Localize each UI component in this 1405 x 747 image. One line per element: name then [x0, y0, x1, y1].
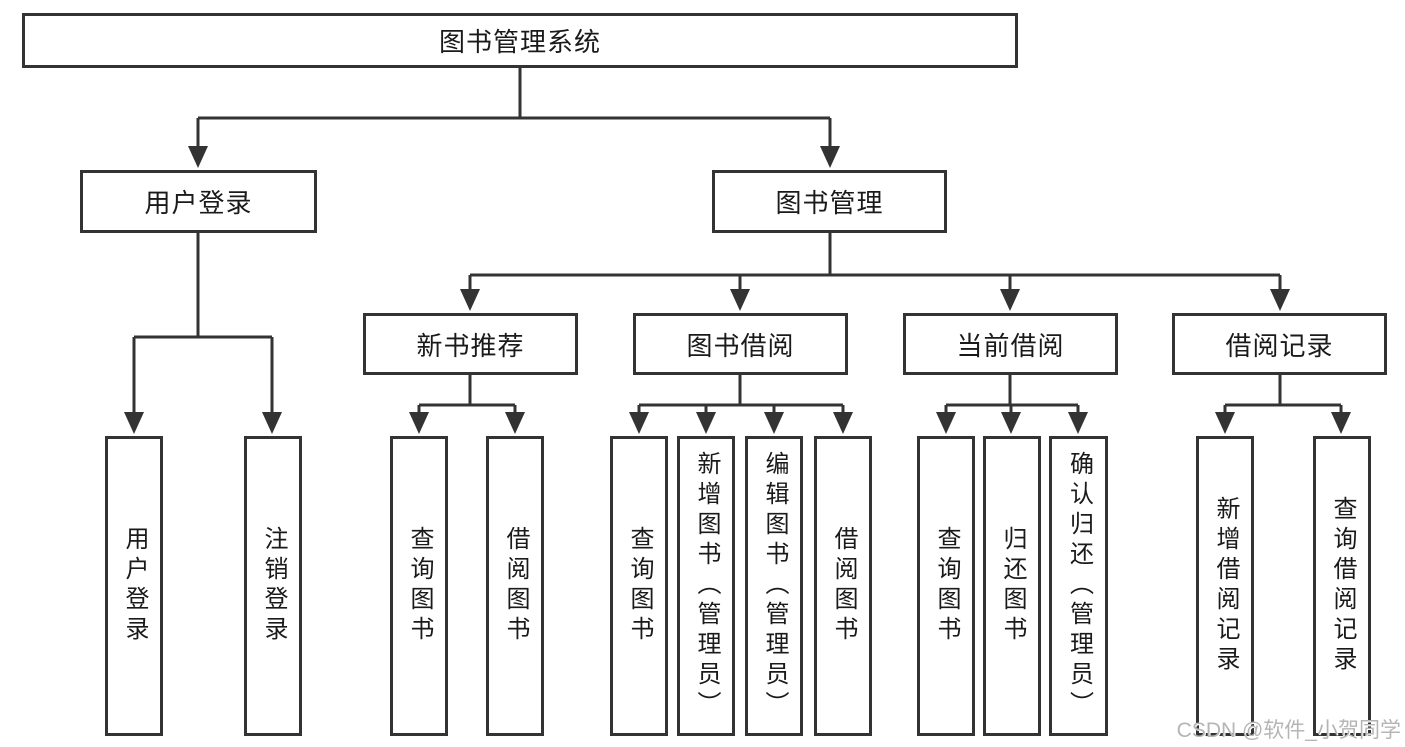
watermark: CSDN @软件_小贺同学 [1176, 719, 1401, 742]
leaf-query-books-recommend: 查询图书 [390, 436, 448, 736]
leaf-query-books-current-label: 查询图书 [933, 526, 960, 646]
arrowhead [1270, 289, 1290, 311]
arrowhead [460, 289, 480, 311]
leaf-borrow-books: 借阅图书 [814, 436, 872, 736]
leaf-query-borrow-record: 查询借阅记录 [1313, 436, 1371, 736]
arrowheads [124, 146, 1351, 434]
leaf-add-borrow-record: 新增借阅记录 [1196, 436, 1254, 736]
leaf-query-books-borrow-label: 查询图书 [626, 526, 653, 646]
leaf-return-book: 归还图书 [983, 436, 1041, 736]
arrowhead [124, 412, 144, 434]
node-book-borrowing: 图书借阅 [633, 313, 848, 375]
leaf-query-books-recommend-label: 查询图书 [406, 526, 433, 646]
leaf-borrow-books-label: 借阅图书 [830, 526, 857, 646]
arrowhead [1331, 412, 1351, 434]
arrowhead [696, 412, 716, 434]
leaf-return-book-label: 归还图书 [999, 526, 1026, 646]
node-root: 图书管理系统 [22, 13, 1018, 68]
node-user-login: 用户登录 [80, 170, 317, 233]
leaf-borrow-books-recommend-label: 借阅图书 [502, 526, 529, 646]
node-book-management: 图书管理 [712, 170, 947, 233]
node-current-borrowing: 当前借阅 [903, 313, 1118, 375]
leaf-query-books-borrow: 查询图书 [610, 436, 668, 736]
arrowhead [936, 412, 956, 434]
node-borrowing-records: 借阅记录 [1172, 313, 1387, 375]
arrowhead [188, 146, 208, 168]
leaf-borrow-books-recommend: 借阅图书 [486, 436, 544, 736]
arrowhead [409, 412, 429, 434]
leaf-query-books-current: 查询图书 [917, 436, 975, 736]
arrowhead [1000, 289, 1020, 311]
arrowhead [1215, 412, 1235, 434]
arrowhead [629, 412, 649, 434]
leaf-confirm-return-admin-label: 确认归还（管理员） [1065, 451, 1093, 721]
arrowhead [1001, 412, 1021, 434]
leaf-add-book-admin: 新增图书（管理员） [677, 436, 735, 736]
leaf-logout: 注销登录 [244, 436, 302, 736]
leaf-user-login: 用户登录 [105, 436, 163, 736]
arrowhead [1068, 412, 1088, 434]
arrowhead [764, 412, 784, 434]
leaf-add-borrow-record-label: 新增借阅记录 [1212, 496, 1239, 676]
arrowhead [730, 289, 750, 311]
leaf-user-login-label: 用户登录 [121, 526, 148, 646]
node-new-book-recommend: 新书推荐 [363, 313, 578, 375]
leaf-logout-label: 注销登录 [260, 526, 287, 646]
leaf-confirm-return-admin: 确认归还（管理员） [1049, 436, 1108, 736]
arrowhead [820, 146, 840, 168]
arrowhead [505, 412, 525, 434]
leaf-edit-book-admin-label: 编辑图书（管理员） [761, 451, 788, 721]
leaf-add-book-admin-label: 新增图书（管理员） [693, 451, 720, 721]
leaf-edit-book-admin: 编辑图书（管理员） [745, 436, 803, 736]
arrowhead [833, 412, 853, 434]
connector-path [132, 66, 1343, 415]
arrowhead [262, 412, 282, 434]
leaf-query-borrow-record-label: 查询借阅记录 [1329, 496, 1356, 676]
